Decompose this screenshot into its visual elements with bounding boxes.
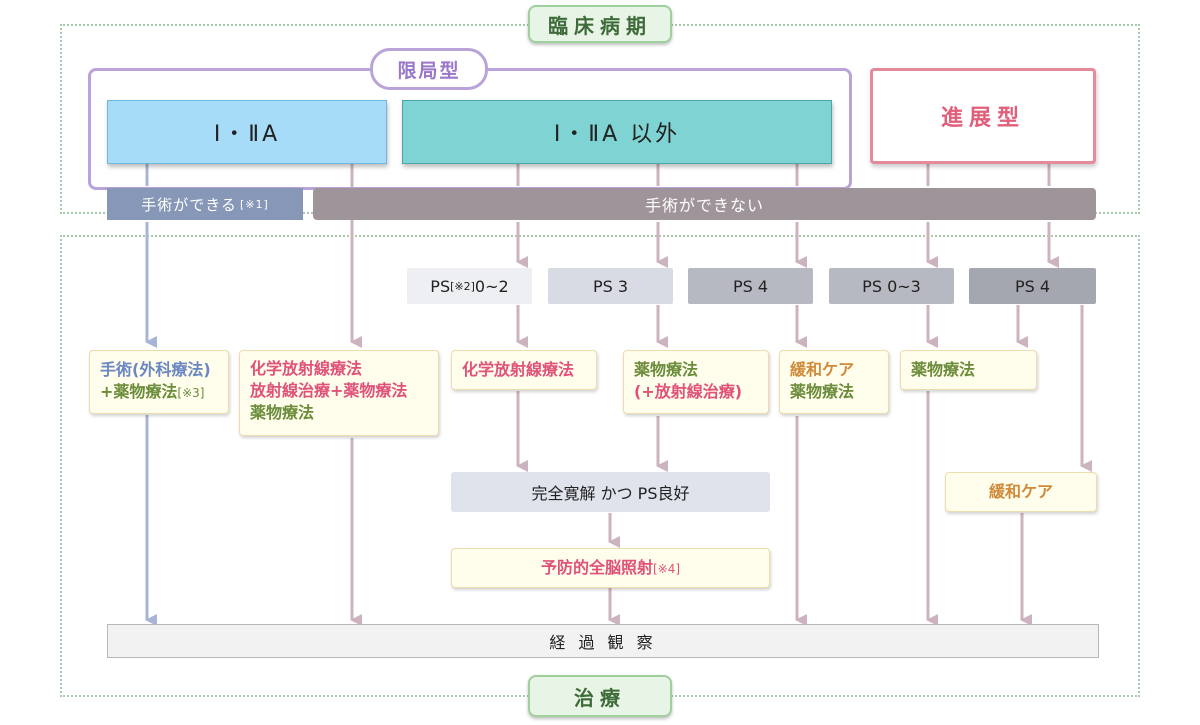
ps-0-2-label: PS <box>430 276 451 296</box>
extensive-type-box: 進展型 <box>870 68 1096 164</box>
stage-other-box: Ⅰ・ⅡA 以外 <box>402 100 832 164</box>
stage-1-2a-box: Ⅰ・ⅡA <box>107 100 387 164</box>
surgery-line2: +薬物療法[※3] <box>100 382 205 401</box>
pci-text: 予防的全脳照射 <box>540 558 653 577</box>
combo-line3: 薬物療法 <box>250 403 315 422</box>
palliative-drug-box: 緩和ケア 薬物療法 <box>779 350 889 414</box>
ps-0-2-range: 0~2 <box>474 276 509 296</box>
drug-radiation-box: 薬物療法 (+放射線治療) <box>623 350 769 414</box>
chemoradiation-box: 化学放射線療法 <box>451 350 597 390</box>
operable-note: [※1] <box>239 197 269 211</box>
clinical-stage-label: 臨床病期 <box>528 5 672 43</box>
remission-box: 完全寛解 かつ PS良好 <box>451 472 770 512</box>
drug-line2: (+放射線治療) <box>634 382 743 401</box>
pci-note: [※4] <box>652 562 681 576</box>
palliative-line1: 緩和ケア <box>790 360 855 379</box>
ps-4-ext-box: PS 4 <box>969 268 1096 304</box>
ps-0-2-box: PS [※2] 0~2 <box>407 268 532 304</box>
palliative-line2: 薬物療法 <box>790 382 855 401</box>
drug-extensive-box: 薬物療法 <box>900 350 1037 390</box>
combo-line1: 化学放射線療法 <box>250 359 363 378</box>
ps-4-box: PS 4 <box>688 268 813 304</box>
follow-up-box: 経 過 観 察 <box>107 624 1099 658</box>
treatment-label: 治療 <box>528 675 672 717</box>
pci-box: 予防的全脳照射[※4] <box>451 548 770 588</box>
combo-line2: 放射線治療+薬物療法 <box>250 381 408 400</box>
ps-0-3-box: PS 0~3 <box>829 268 954 304</box>
inoperable-bar: 手術ができない <box>313 188 1096 220</box>
palliative-extensive-box: 緩和ケア <box>945 472 1097 512</box>
operable-bar: 手術ができる [※1] <box>107 188 303 220</box>
operable-text: 手術ができる <box>141 195 237 214</box>
ps-3-box: PS 3 <box>548 268 673 304</box>
combined-treatment-box: 化学放射線療法 放射線治療+薬物療法 薬物療法 <box>239 350 439 436</box>
surgery-treatment-box: 手術(外科療法) +薬物療法[※3] <box>89 350 229 414</box>
limited-type-label: 限局型 <box>370 48 488 90</box>
drug-line1: 薬物療法 <box>634 360 699 379</box>
surgery-line1: 手術(外科療法) <box>100 360 211 379</box>
ps-0-2-note: [※2] <box>450 279 475 293</box>
